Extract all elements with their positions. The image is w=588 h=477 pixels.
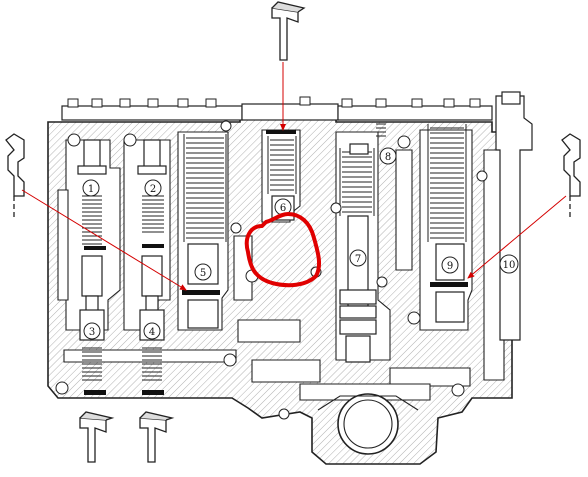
clip-icon-bottom-center [139,411,175,463]
svg-text:5: 5 [200,268,206,279]
arrow-right [467,195,567,279]
svg-text:3: 3 [89,327,95,338]
valve-label-3: 3 [83,322,101,340]
spring-rails [183,124,467,242]
valve-label-2: 2 [144,179,162,197]
svg-text:10: 10 [503,260,516,271]
clip-icon-top [271,1,306,61]
valve-label-6: 6 [274,198,292,216]
clip-icon-right [561,133,581,220]
valve-label-4: 4 [143,322,161,340]
valve-label-1: 1 [82,179,100,197]
valve-label-10: 10 [499,254,519,274]
clip-icon-bottom-left [79,411,115,463]
filter-port [317,393,419,455]
highlight-circle [244,212,322,288]
springs [82,123,464,381]
svg-text:4: 4 [149,327,155,338]
svg-text:7: 7 [355,254,361,265]
svg-text:6: 6 [280,203,286,214]
svg-text:1: 1 [88,184,94,195]
svg-text:9: 9 [447,261,453,272]
arrow-left [21,189,187,291]
valve-label-7: 7 [349,249,367,267]
clip-icon-left [5,133,25,220]
check-balls [55,120,488,420]
valve-label-5: 5 [194,263,212,281]
svg-text:8: 8 [385,152,391,163]
svg-text:2: 2 [150,184,156,195]
retainer-clips [84,130,468,395]
valve-label-8: 8 [379,147,397,165]
manual-valve [495,91,533,341]
valve-label-9: 9 [441,256,459,274]
